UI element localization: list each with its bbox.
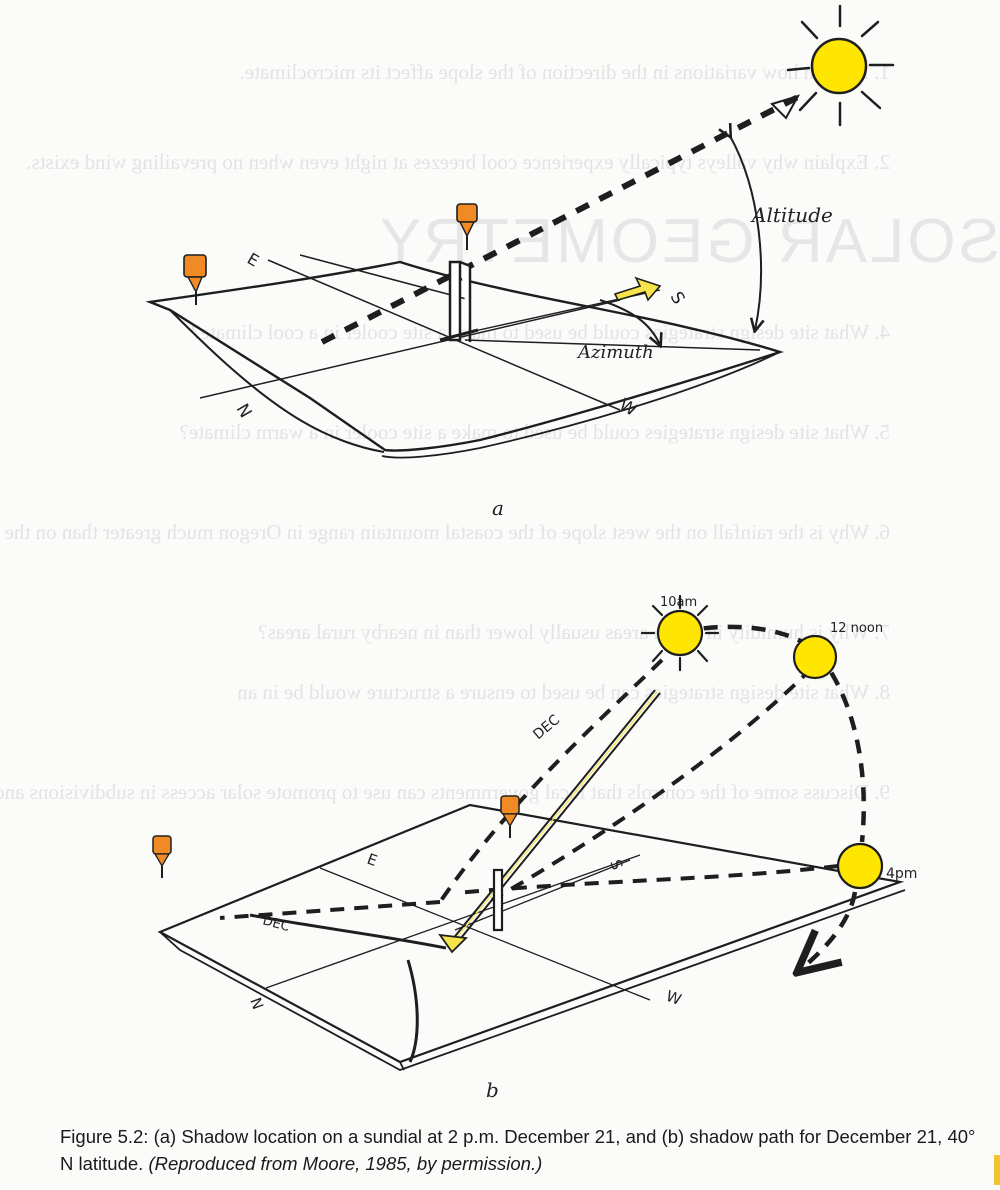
pin-icon [456,203,478,250]
dec-label: DEC [530,712,563,743]
sun-icon [640,594,720,672]
direction-label-east: E [244,249,262,271]
pin-icon [183,254,207,305]
direction-label-south: S [606,857,626,872]
pin-icon [500,795,520,838]
sun-time-label-noon: 12 noon [830,621,883,636]
sun-path-dashed [679,624,866,843]
shadow-arrow [438,933,468,954]
direction-label-north: N [246,995,267,1012]
pin-icon [152,835,172,878]
dial-plate [157,803,905,1064]
figure-caption: Figure 5.2: (a) Shadow location on a sun… [60,1123,980,1177]
gnomon [448,260,472,342]
direction-label-west: W [616,395,641,421]
panel-a: Altitude Azimuth E S N W a [145,4,895,520]
panel-b: 10am 12 noon 4pm DEC DEC E S N W b [152,594,917,1102]
direction-label-north: N [232,401,256,422]
sundial-diagram: Altitude Azimuth E S N W a [145,4,917,1102]
sun-icon [786,4,895,127]
caption-text: Figure 5.2: (a) Shadow location on a sun… [60,1126,976,1174]
gnomon [492,868,504,932]
dec-shadow-line [451,689,661,944]
sun-icon [792,634,838,680]
sun-icon [836,842,884,890]
altitude-arc [730,136,761,330]
caption-source: (Reproduced from Moore, 1985, by permiss… [148,1153,543,1174]
shadow-arrow [613,276,662,302]
direction-label-east: E [365,850,380,870]
azimuth-label: Azimuth [576,342,654,363]
sun-ray-arrowhead [770,94,801,120]
dec-label-plate: DEC [261,913,291,935]
altitude-label: Altitude [750,203,833,227]
page-edge-tab [994,1155,1000,1185]
panel-a-label: a [492,496,504,520]
sun-time-label-10am: 10am [660,595,697,610]
sun-ray-dashed [320,93,802,345]
azimuth-arc [599,299,660,345]
dial-plate [145,260,784,452]
direction-label-west: W [664,987,684,1009]
panel-b-label: b [486,1078,499,1102]
sun-time-label-4pm: 4pm [886,866,917,882]
direction-label-south: S [666,289,689,308]
